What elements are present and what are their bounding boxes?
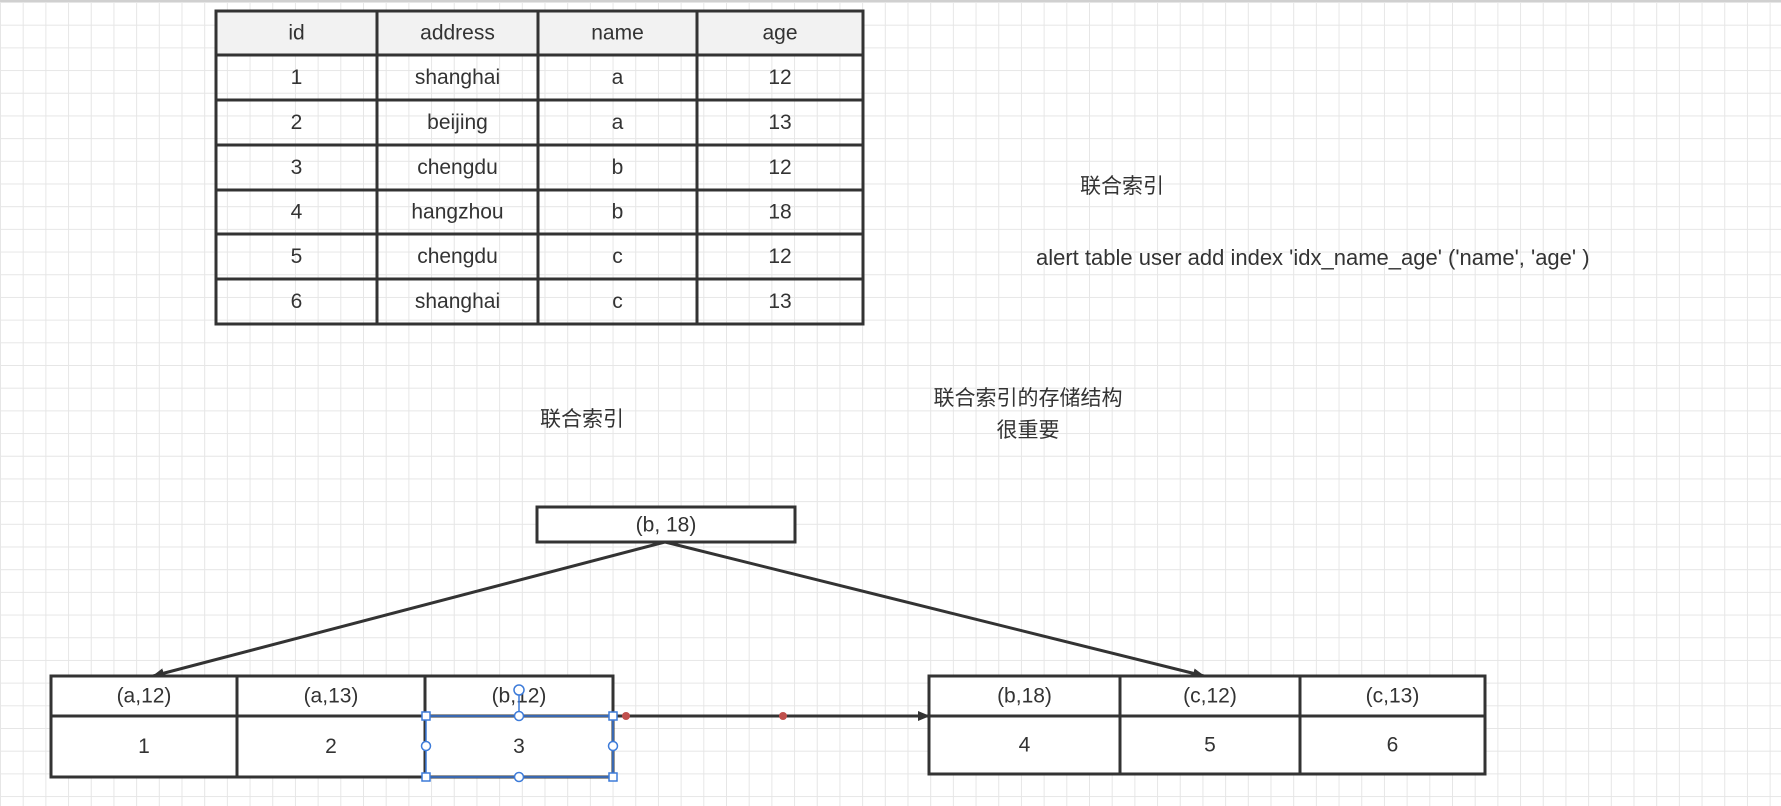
user-table[interactable]: id address name age 1 shanghai a 12 2 beijing a 13 3… (214, 9, 865, 326)
note-composite-index-left[interactable]: 联合索引 (540, 407, 624, 431)
root-key: (b, 18) (636, 514, 697, 537)
leaf-key-cell[interactable] (927, 674, 1122, 718)
waypoint-handle[interactable] (622, 712, 630, 720)
cell-value: 12 (768, 156, 791, 179)
cell-value: a (612, 66, 624, 89)
leaf-key: (b,18) (997, 685, 1052, 708)
column-header: id (288, 22, 304, 45)
cell-value: 4 (291, 201, 303, 224)
leaf-id-cell[interactable] (1298, 714, 1487, 776)
leaf-key: (c,13) (1366, 685, 1420, 708)
cell-value: a (612, 111, 624, 134)
cell-value: 18 (768, 201, 791, 224)
note-composite-index[interactable]: 联合索引 (1080, 174, 1164, 198)
table-cell[interactable] (695, 277, 865, 326)
note-structure[interactable]: 联合索引的存储结构 很重要 (918, 382, 1138, 446)
selection-handles[interactable] (420, 684, 619, 783)
cell-value: 5 (291, 245, 303, 268)
leaf-id: 6 (1387, 734, 1399, 757)
rotate-handle[interactable] (513, 684, 525, 696)
leaf-key: (a,13) (304, 685, 359, 708)
column-header: age (762, 22, 797, 45)
cell-value: shanghai (415, 66, 500, 89)
root-node[interactable]: (b, 18) (535, 505, 797, 544)
cell-value: 2 (291, 111, 303, 134)
cell-value: b (612, 156, 624, 179)
cell-value: c (612, 290, 623, 313)
left-leaf-node[interactable]: (a,12)1(a,13)2(b,12)3 (49, 674, 615, 779)
leaf-id-cell[interactable] (49, 714, 239, 779)
cell-value: 12 (768, 245, 791, 268)
cell-value: beijing (427, 111, 488, 134)
cell-value: hangzhou (411, 201, 503, 224)
cell-value: 6 (291, 290, 303, 313)
note-structure-line1: 联合索引的存储结构 (933, 386, 1123, 410)
leaf-key: (a,12) (117, 685, 172, 708)
leaf-id: 3 (513, 735, 525, 758)
leaf-key: (c,12) (1183, 685, 1237, 708)
edge-root-left[interactable] (152, 540, 666, 679)
cell-value: shanghai (415, 290, 500, 313)
note-sql[interactable]: alert table user add index 'idx_name_age… (1036, 245, 1590, 270)
cell-value: chengdu (417, 156, 498, 179)
cell-value: 3 (291, 156, 303, 179)
cell-value: 13 (768, 111, 791, 134)
column-header: name (591, 22, 644, 45)
leaf-key-cell[interactable] (1298, 674, 1487, 718)
leaf-id: 4 (1019, 734, 1031, 757)
edge-root-right[interactable] (664, 540, 1205, 679)
cell-value: 13 (768, 290, 791, 313)
waypoint-handle[interactable] (779, 712, 787, 720)
leaf-id: 1 (138, 735, 150, 758)
column-header: address (420, 22, 495, 45)
cell-value: chengdu (417, 245, 498, 268)
cell-value: 12 (768, 66, 791, 89)
cell-value: 1 (291, 66, 303, 89)
leaf-id: 5 (1204, 734, 1216, 757)
cell-value: c (612, 245, 623, 268)
note-structure-line2: 很重要 (996, 418, 1060, 442)
right-leaf-node[interactable]: (b,18) 4 (c,12) 5 (c,13) 6 (927, 674, 1487, 776)
cell-value: b (612, 201, 624, 224)
leaf-id-cell[interactable] (235, 714, 427, 779)
leaf-id: 2 (325, 735, 337, 758)
